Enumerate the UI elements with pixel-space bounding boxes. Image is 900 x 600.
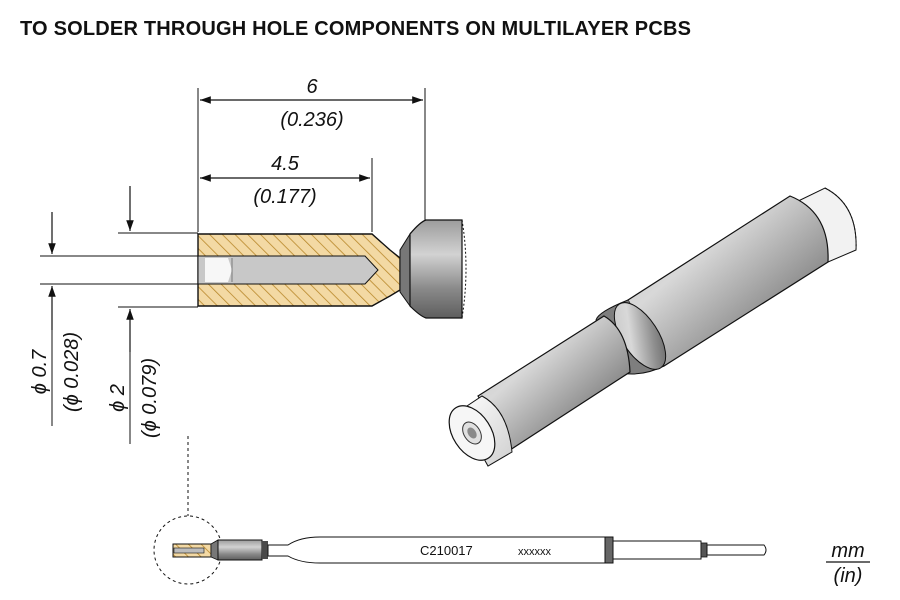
dim-bore-depth-in: (0.177)	[253, 186, 316, 208]
cartridge-full-view: C210017 xxxxxx	[153, 436, 767, 585]
dim-bore-depth-mm: 4.5	[271, 153, 300, 175]
tip-neck	[399, 232, 411, 308]
dim-inner-dia-mm: ϕ 0.7	[29, 349, 51, 394]
dim-inner-dia-in: (ϕ 0.028)	[61, 332, 83, 412]
dim-length-total-mm: 6	[306, 76, 318, 98]
tip-collar	[409, 219, 463, 319]
tip-bore	[197, 255, 379, 285]
page-title: TO SOLDER THROUGH HOLE COMPONENTS ON MUL…	[20, 18, 692, 40]
tip-3d-view	[448, 187, 857, 467]
units-legend: mm (in)	[826, 540, 870, 587]
unit-secondary: (in)	[834, 565, 863, 587]
dim-outer-dia-mm: ϕ 2	[107, 384, 129, 412]
dim-outer-dia-in: (ϕ 0.079)	[139, 358, 161, 438]
cartridge-model-label: C210017	[420, 543, 473, 558]
section-view: 6 (0.236) 4.5 (0.177) ϕ 0.7 (ϕ 0.028) ϕ …	[29, 76, 467, 444]
cartridge-serial-label: xxxxxx	[518, 546, 552, 558]
unit-primary: mm	[831, 540, 864, 562]
dim-length-total-in: (0.236)	[280, 109, 343, 131]
